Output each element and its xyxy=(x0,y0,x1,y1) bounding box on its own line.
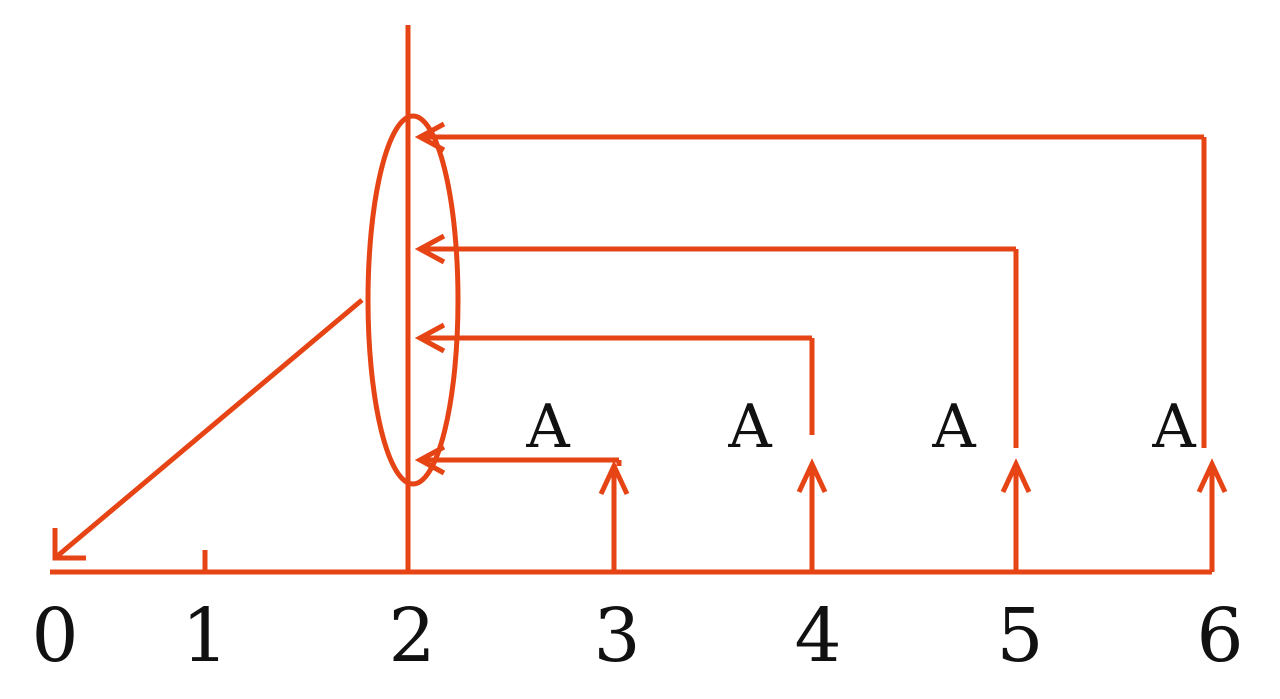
event-6-arrows xyxy=(414,121,1228,572)
event-label-at-4: A xyxy=(727,392,772,462)
event-label-at-5: A xyxy=(931,392,976,462)
event-4-arrows xyxy=(414,322,828,572)
event-4-up-arrowhead xyxy=(796,458,828,494)
tick-label-3: 3 xyxy=(593,593,640,679)
tick-label-0: 0 xyxy=(31,593,78,679)
tick-label-6: 6 xyxy=(1196,593,1243,679)
grouping-ellipse xyxy=(365,113,461,487)
event-3-up-arrowhead xyxy=(598,460,630,496)
event-label-at-6: A xyxy=(1151,392,1196,462)
event-3-arrows xyxy=(414,444,630,572)
tick-label-2: 2 xyxy=(388,593,435,679)
event-6-up-arrowhead xyxy=(1196,458,1228,494)
event-5-arrows xyxy=(414,233,1032,572)
event-label-at-3: A xyxy=(525,392,570,462)
tick-label-5: 5 xyxy=(996,593,1043,679)
event-6-return-arrowhead xyxy=(414,121,446,153)
tick-label-4: 4 xyxy=(794,593,841,679)
event-3-return-arrowhead xyxy=(414,444,446,476)
event-5-return-arrowhead xyxy=(414,233,446,265)
diagonal-arrow-line xyxy=(53,298,364,560)
event-5-up-arrowhead xyxy=(1000,458,1032,494)
event-4-return-arrowhead xyxy=(414,322,446,354)
diagonal-arrowhead xyxy=(52,528,86,561)
tick-label-1: 1 xyxy=(181,593,228,679)
